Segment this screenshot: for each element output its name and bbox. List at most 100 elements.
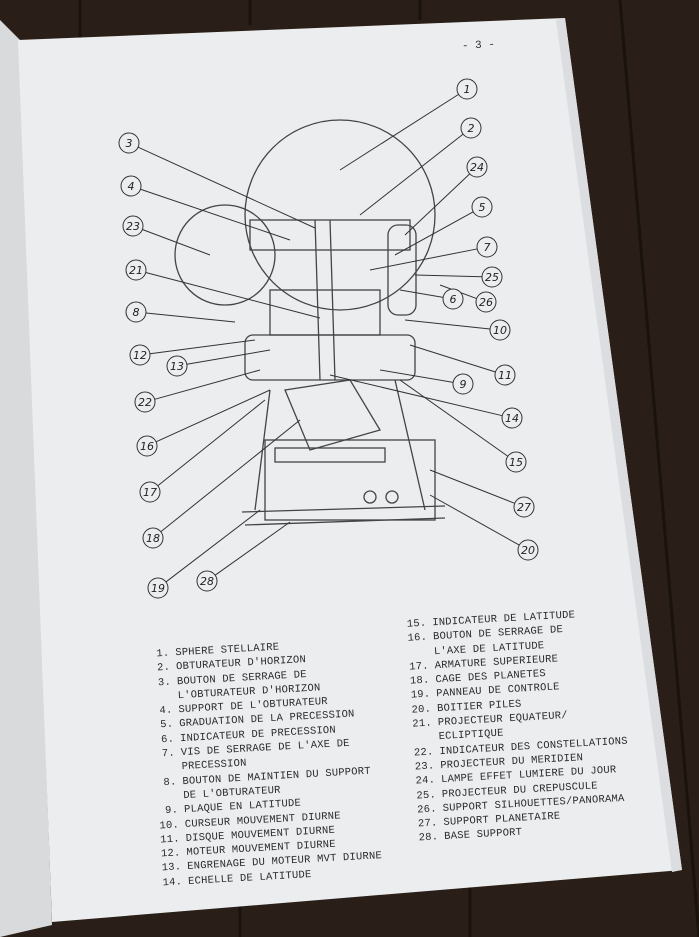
callout-circle xyxy=(125,259,147,281)
callout-number: 4 xyxy=(128,180,135,193)
leader-line xyxy=(157,399,266,487)
callout-number: 7 xyxy=(484,241,491,254)
leader-line xyxy=(369,248,478,271)
leader-line xyxy=(145,312,236,323)
callout-number: 1 xyxy=(464,83,471,96)
callout-circle xyxy=(513,496,535,518)
callout-circle xyxy=(142,527,164,549)
callout-20: 20 xyxy=(429,494,539,561)
callout-circle xyxy=(505,451,527,473)
callout-number: 26 xyxy=(479,296,493,309)
callout-number: 27 xyxy=(517,501,531,514)
callout-number: 3 xyxy=(126,137,133,150)
legend-number: 1. xyxy=(156,647,170,661)
callout-17: 17 xyxy=(139,399,266,503)
callout-number: 2 xyxy=(468,122,475,135)
callout-22: 22 xyxy=(134,369,261,413)
legend-number: 9. xyxy=(164,804,179,818)
callout-2: 2 xyxy=(359,117,482,216)
legend-number: 2. xyxy=(156,661,171,675)
callout-number: 21 xyxy=(129,264,143,277)
callout-number: 25 xyxy=(485,271,499,284)
callout-circle xyxy=(166,355,188,377)
leader-line xyxy=(154,369,261,400)
callout-circle xyxy=(136,435,158,457)
callout-number: 23 xyxy=(126,220,140,233)
stellar-sphere xyxy=(244,119,436,311)
callout-circle xyxy=(481,266,503,288)
callout-circle xyxy=(460,117,482,139)
callout-6: 6 xyxy=(399,288,464,310)
callout-number: 16 xyxy=(140,440,154,453)
callout-1: 1 xyxy=(339,78,478,171)
leader-line xyxy=(399,379,509,457)
callout-circle xyxy=(494,364,516,386)
callout-number: 17 xyxy=(143,486,157,499)
legend-number: 10. xyxy=(159,818,180,833)
callout-23: 23 xyxy=(122,215,211,256)
callout-circle xyxy=(139,481,161,503)
leader-line xyxy=(329,374,503,417)
callout-number: 24 xyxy=(470,161,484,174)
callout-circle xyxy=(471,196,493,218)
leader-line xyxy=(409,344,496,373)
callout-circle xyxy=(147,577,169,599)
callout-7: 7 xyxy=(369,236,498,271)
callout-circle xyxy=(476,236,498,258)
legend-number: 27. xyxy=(417,817,438,831)
callout-3: 3 xyxy=(118,132,316,229)
callout-circle xyxy=(122,215,144,237)
legend-number: 23. xyxy=(414,760,435,774)
leader-line xyxy=(137,146,316,229)
callout-5: 5 xyxy=(394,196,493,256)
callout-number: 20 xyxy=(521,544,535,557)
callout-28: 28 xyxy=(196,521,291,592)
leader-line xyxy=(145,272,321,319)
legend-number: 20. xyxy=(411,703,432,717)
legend-number: 28. xyxy=(418,831,439,845)
callout-12: 12 xyxy=(129,339,256,366)
document-page xyxy=(18,18,682,922)
leader-line xyxy=(155,389,271,443)
callout-number: 12 xyxy=(133,349,147,362)
callout-circle xyxy=(118,132,140,154)
callout-circle xyxy=(442,288,464,310)
leader-line xyxy=(379,369,454,383)
callout-number: 6 xyxy=(450,293,457,306)
leader-line xyxy=(399,289,444,298)
leader-line xyxy=(359,133,464,216)
callout-number: 8 xyxy=(133,306,140,319)
callout-circle xyxy=(196,570,218,592)
legend-number: 8. xyxy=(163,776,177,789)
leader-line xyxy=(149,339,256,355)
callout-circle xyxy=(517,539,539,561)
callout-number: 5 xyxy=(479,201,486,214)
legend-number: 18. xyxy=(409,674,430,688)
legend-number: 17. xyxy=(408,660,430,674)
callout-number: 15 xyxy=(509,456,523,469)
callout-13: 13 xyxy=(166,349,271,377)
callout-number: 11 xyxy=(498,369,512,382)
callout-number: 19 xyxy=(151,582,165,595)
callout-circle xyxy=(501,407,523,429)
callout-9: 9 xyxy=(379,369,474,395)
legend-number: 4. xyxy=(159,704,173,718)
leader-line xyxy=(339,93,459,171)
callout-circle xyxy=(456,78,478,100)
leader-line xyxy=(165,509,261,583)
callout-circle xyxy=(452,373,474,395)
legend-number: 24. xyxy=(415,774,436,788)
leader-line xyxy=(186,349,271,365)
legend-number: 26. xyxy=(416,803,438,817)
leader-line xyxy=(142,229,211,256)
legend-number: 6. xyxy=(160,733,175,747)
callout-14: 14 xyxy=(329,374,523,429)
legend-number: 5. xyxy=(160,719,174,732)
callout-circle xyxy=(120,175,142,197)
leader-line xyxy=(214,521,291,576)
legend-text: BASE SUPPORT xyxy=(443,827,523,844)
callout-number: 14 xyxy=(505,412,519,425)
callout-circle xyxy=(125,301,147,323)
